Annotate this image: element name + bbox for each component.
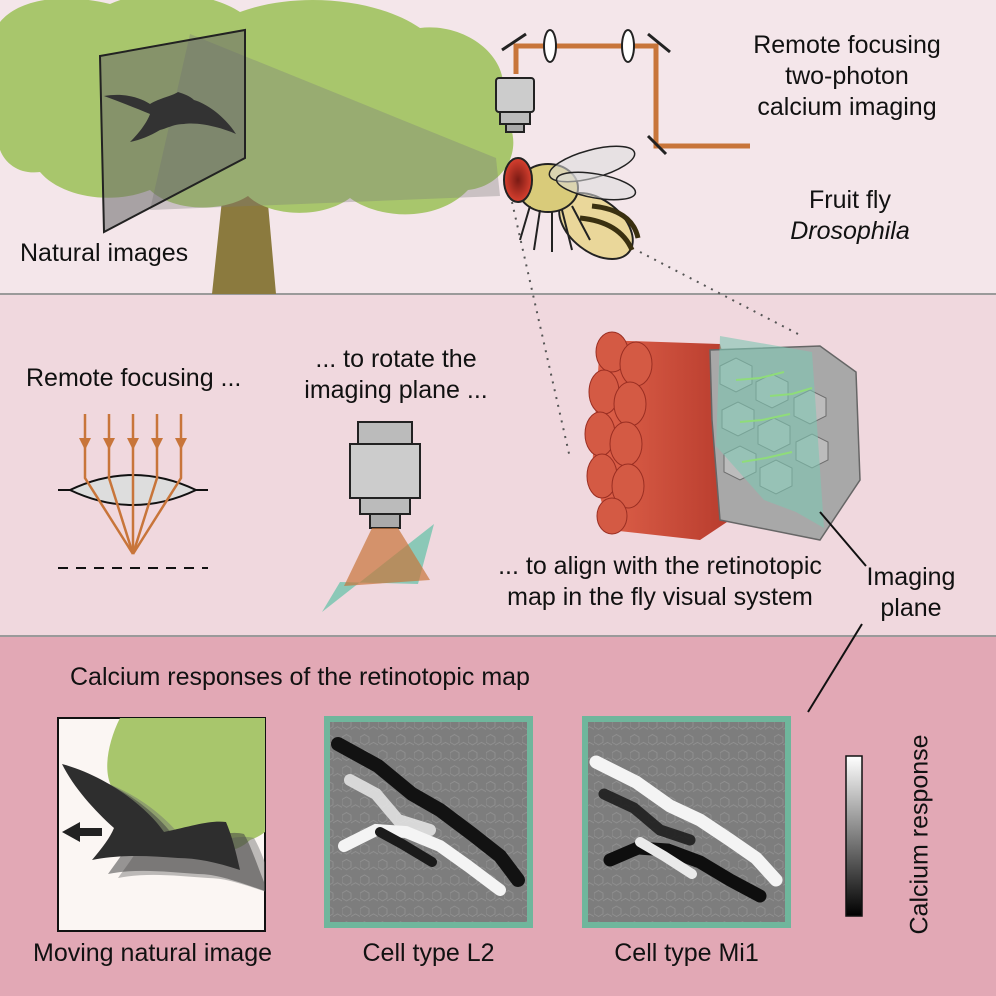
label-remote-focusing-line3: calcium imaging <box>757 93 937 121</box>
label-remote-focusing-line2: two-photon <box>785 62 909 90</box>
label-rotate-line1: ... to rotate the <box>315 345 477 373</box>
label-remote-focusing-line1: Remote focusing <box>753 31 941 59</box>
label-natural-images: Natural images <box>20 239 189 267</box>
label-cell-type-mi1: Cell type Mi1 <box>614 939 759 967</box>
label-drosophila: Drosophila <box>790 217 910 245</box>
retinotopic-visual-system <box>584 331 861 541</box>
label-calcium-response: Calcium response <box>905 734 934 935</box>
label-imaging: Imaging <box>866 563 956 591</box>
label-align-line1: ... to align with the retinotopic <box>498 552 822 580</box>
calcium-colorbar <box>845 755 863 917</box>
remote-focusing-lens-diagram <box>58 414 208 569</box>
label-rotate-line2: imaging plane ... <box>304 376 488 404</box>
bird-silhouette <box>104 92 236 142</box>
label-remote-focusing: Remote focusing ... <box>26 364 242 392</box>
label-align-line2: map in the fly visual system <box>507 583 813 611</box>
optical-path <box>495 29 750 156</box>
label-fruit-fly: Fruit fly <box>809 186 891 214</box>
imaging-plane-leader-top <box>819 511 867 567</box>
fruit-fly-illustration <box>503 145 641 260</box>
l2-response-map <box>324 716 533 928</box>
label-plane: plane <box>880 594 942 622</box>
objective-illustration <box>322 421 434 612</box>
dotted-connector-right <box>639 251 799 335</box>
imaging-plane-leader-bottom <box>807 623 863 713</box>
image-screen <box>98 28 246 234</box>
label-moving-natural-image: Moving natural image <box>33 939 273 967</box>
label-cell-type-l2: Cell type L2 <box>362 939 495 967</box>
motion-arrow-icon <box>62 822 102 842</box>
mi1-response-map <box>582 716 791 928</box>
label-calcium-responses-title: Calcium responses of the retinotopic map <box>70 663 530 691</box>
moving-image-panel <box>57 717 266 932</box>
